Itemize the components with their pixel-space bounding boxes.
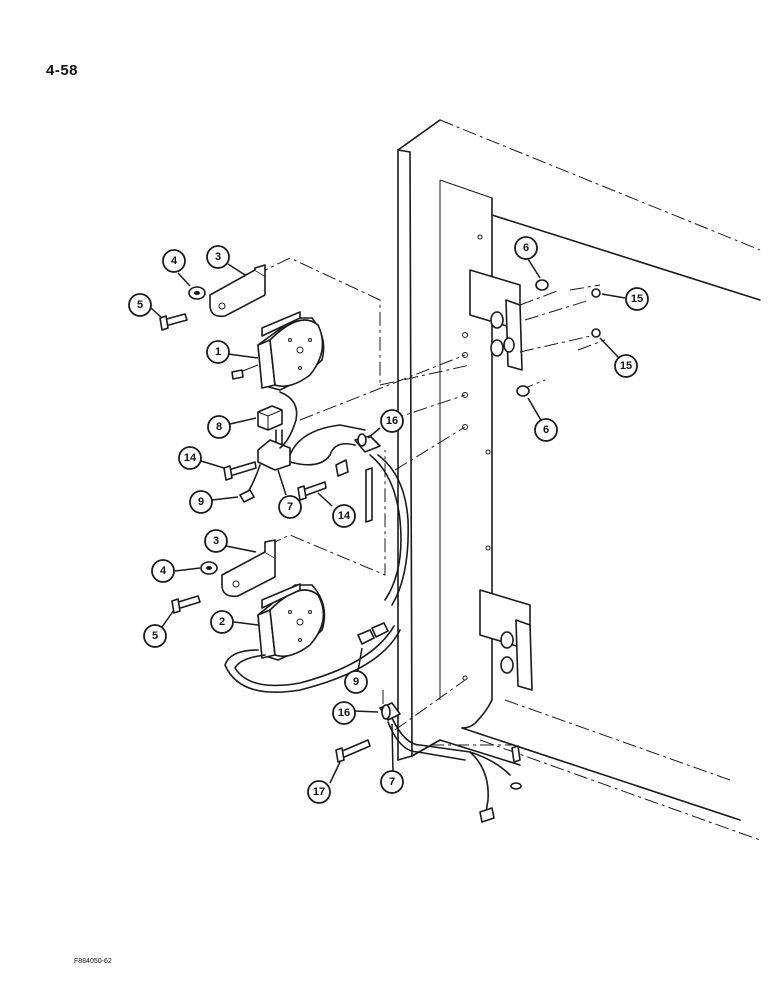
callout-16a: 16 (380, 409, 404, 433)
leader-lines (150, 258, 626, 784)
svg-text:6: 6 (543, 424, 549, 436)
svg-text:14: 14 (338, 510, 351, 522)
callout-2: 2 (210, 610, 234, 634)
page-number: 4-58 (46, 62, 79, 79)
callout-8: 8 (207, 415, 231, 439)
lower-harness (335, 690, 522, 823)
svg-text:7: 7 (389, 776, 395, 788)
svg-text:2: 2 (219, 616, 225, 628)
callout-5b: 5 (143, 624, 167, 648)
callout-6a: 6 (514, 236, 538, 260)
callout-4a: 4 (162, 249, 186, 273)
callout-6b: 6 (534, 418, 558, 442)
callout-3a: 3 (206, 245, 230, 269)
callout-14a: 14 (178, 446, 202, 470)
svg-text:16: 16 (386, 415, 398, 427)
upper-bracket (159, 264, 266, 331)
svg-text:5: 5 (152, 630, 158, 642)
lower-connector (357, 622, 389, 645)
callout-16b: 16 (332, 701, 356, 725)
callout-9b: 9 (344, 670, 368, 694)
projection-lines (254, 257, 606, 746)
svg-text:9: 9 (198, 496, 204, 508)
svg-text:17: 17 (313, 786, 325, 798)
svg-text:4: 4 (171, 255, 178, 267)
callout-1: 1 (206, 340, 230, 364)
svg-text:1: 1 (215, 346, 221, 358)
relay-and-harness (239, 391, 366, 503)
callout-5a: 5 (128, 293, 152, 317)
door-panel (397, 119, 761, 841)
callout-7b: 7 (380, 770, 404, 794)
svg-text:9: 9 (353, 676, 359, 688)
svg-text:6: 6 (523, 242, 529, 254)
callout-4b: 4 (151, 559, 175, 583)
upper-clip (335, 433, 409, 606)
svg-text:15: 15 (631, 293, 643, 305)
svg-text:5: 5 (137, 299, 143, 311)
callout-15a: 15 (625, 287, 649, 311)
svg-text:15: 15 (620, 360, 632, 372)
callout-17: 17 (307, 780, 331, 804)
bolts-14 (223, 461, 327, 501)
lower-motor (224, 583, 401, 693)
callout-14b: 14 (332, 504, 356, 528)
hinge-nuts (516, 279, 601, 397)
lower-hinge (479, 589, 533, 691)
lower-bracket (171, 539, 276, 614)
svg-text:8: 8 (216, 421, 222, 433)
upper-hinge (469, 269, 523, 371)
callout-15b: 15 (614, 354, 638, 378)
svg-text:14: 14 (184, 452, 197, 464)
svg-text:3: 3 (215, 251, 221, 263)
svg-text:4: 4 (160, 565, 167, 577)
figure-id: F884050-62 (74, 958, 112, 965)
callout-3b: 3 (204, 529, 228, 553)
callout-7a: 7 (278, 495, 302, 519)
svg-text:16: 16 (338, 707, 350, 719)
upper-motor (231, 311, 325, 391)
svg-text:7: 7 (287, 501, 293, 513)
svg-text:3: 3 (213, 535, 219, 547)
callout-9a: 9 (189, 490, 213, 514)
